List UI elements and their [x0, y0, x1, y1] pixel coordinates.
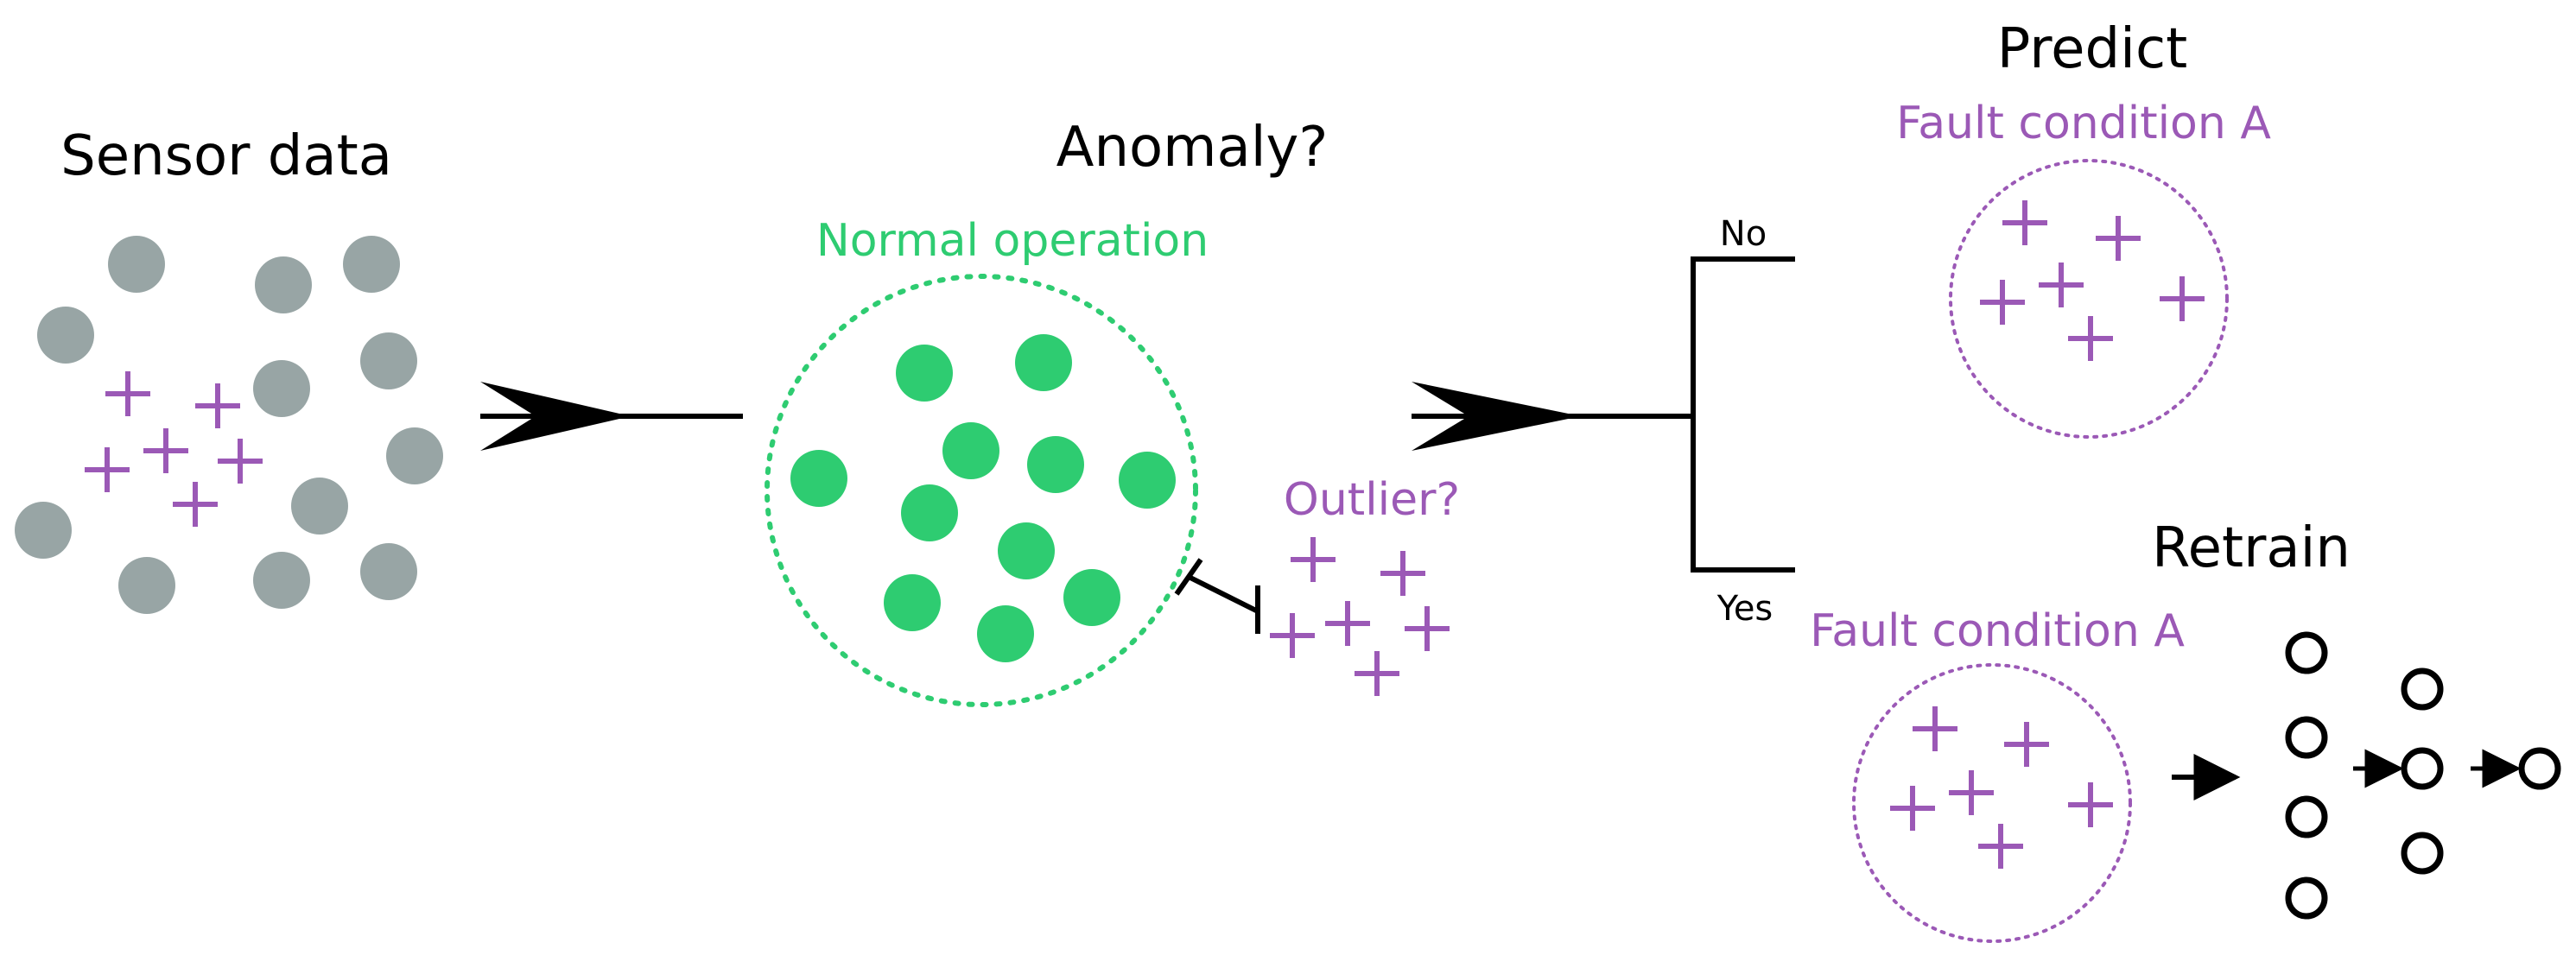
predict-fault-plus — [2002, 200, 2047, 245]
arrow-anomaly-to-decision — [1412, 382, 1693, 451]
sensor-gray-point — [253, 552, 310, 609]
sensor-data-title: Sensor data — [60, 124, 392, 188]
predict-fault-points — [1980, 200, 2205, 361]
normal-operation-point — [790, 450, 847, 507]
outlier-plus — [1325, 601, 1370, 646]
yes-label: Yes — [1716, 589, 1773, 629]
sensor-purple-points — [85, 371, 263, 527]
retrain-fault-plus — [2004, 722, 2049, 767]
retrain-fault-plus — [1949, 770, 1994, 815]
sensor-purple-plus — [105, 371, 150, 416]
sensor-gray-point — [37, 307, 94, 364]
network-node — [2285, 876, 2328, 920]
outlier-plus — [1291, 537, 1336, 582]
predict-fault-plus — [2096, 216, 2141, 261]
retrain-fault-points — [1890, 706, 2113, 869]
sensor-gray-points — [15, 236, 443, 614]
sensor-purple-plus — [143, 428, 188, 473]
anomaly-title: Anomaly? — [1056, 116, 1329, 180]
normal-operation-point — [884, 574, 941, 631]
network-node — [2401, 832, 2444, 875]
retrain-fault-plus — [2068, 782, 2113, 827]
network-node — [2285, 631, 2328, 674]
outlier-inhibit-connector — [1174, 558, 1260, 634]
normal-operation-boundary — [765, 274, 1198, 707]
predict-fault-plus — [2039, 263, 2084, 307]
sensor-purple-plus — [173, 482, 218, 527]
normal-operation-point — [998, 522, 1055, 579]
sensor-gray-point — [360, 332, 417, 389]
network-node — [2518, 747, 2561, 790]
retrain-fault-plus — [1978, 824, 2023, 869]
sensor-gray-point — [15, 502, 72, 559]
network-node — [2401, 747, 2444, 790]
normal-operation-point — [901, 484, 958, 541]
sensor-gray-point — [291, 478, 348, 535]
sensor-data-section: Sensor data — [15, 124, 443, 614]
normal-operation-point — [896, 345, 953, 402]
sensor-purple-plus — [195, 383, 240, 428]
outlier-plus — [1270, 613, 1315, 658]
predict-fault-plus — [2160, 276, 2205, 321]
predict-fault-plus — [1980, 280, 2025, 325]
sensor-purple-plus — [85, 447, 130, 492]
outlier-plus — [1355, 651, 1399, 696]
outlier-plus — [1380, 551, 1425, 596]
sensor-gray-point — [118, 557, 175, 614]
anomaly-section: Anomaly? Normal operation Outlier? — [765, 116, 1460, 707]
sensor-gray-point — [253, 360, 310, 417]
normal-operation-point — [977, 605, 1034, 662]
outlier-points — [1270, 537, 1450, 696]
retrain-fault-boundary — [1852, 663, 2132, 943]
sensor-gray-point — [360, 543, 417, 600]
sensor-gray-point — [108, 236, 165, 293]
network-node — [2285, 795, 2328, 838]
predict-fault-label: Fault condition A — [1896, 98, 2271, 149]
normal-operation-point — [1015, 334, 1072, 391]
retrain-title: Retrain — [2152, 516, 2351, 580]
predict-title: Predict — [1997, 17, 2187, 81]
network-nodes — [2285, 631, 2561, 920]
normal-operation-point — [1063, 569, 1120, 626]
no-label: No — [1720, 214, 1767, 254]
normal-operation-label: Normal operation — [816, 215, 1209, 267]
predict-fault-boundary — [1949, 159, 2229, 439]
retrain-section: Retrain Fault condition A — [1810, 516, 2561, 943]
sensor-purple-plus — [218, 439, 263, 484]
arrow-sensor-to-anomaly — [480, 382, 743, 451]
network-node — [2285, 716, 2328, 759]
neural-network-icon — [2172, 631, 2561, 920]
outlier-label: Outlier? — [1284, 474, 1460, 526]
normal-operation-point — [942, 422, 999, 479]
normal-operation-point — [1027, 436, 1084, 493]
predict-fault-plus — [2068, 316, 2113, 361]
retrain-fault-label: Fault condition A — [1810, 605, 2185, 657]
retrain-fault-plus — [1913, 706, 1957, 751]
network-node — [2401, 667, 2444, 711]
sensor-gray-point — [386, 427, 443, 484]
predict-section: Predict Fault condition A — [1896, 17, 2271, 439]
sensor-gray-point — [343, 236, 400, 293]
normal-operation-point — [1119, 452, 1176, 509]
normal-operation-points — [790, 334, 1176, 662]
decision-bracket: No Yes — [1691, 214, 1795, 629]
sensor-gray-point — [255, 256, 312, 313]
outlier-plus — [1405, 606, 1450, 651]
retrain-fault-plus — [1890, 786, 1935, 831]
